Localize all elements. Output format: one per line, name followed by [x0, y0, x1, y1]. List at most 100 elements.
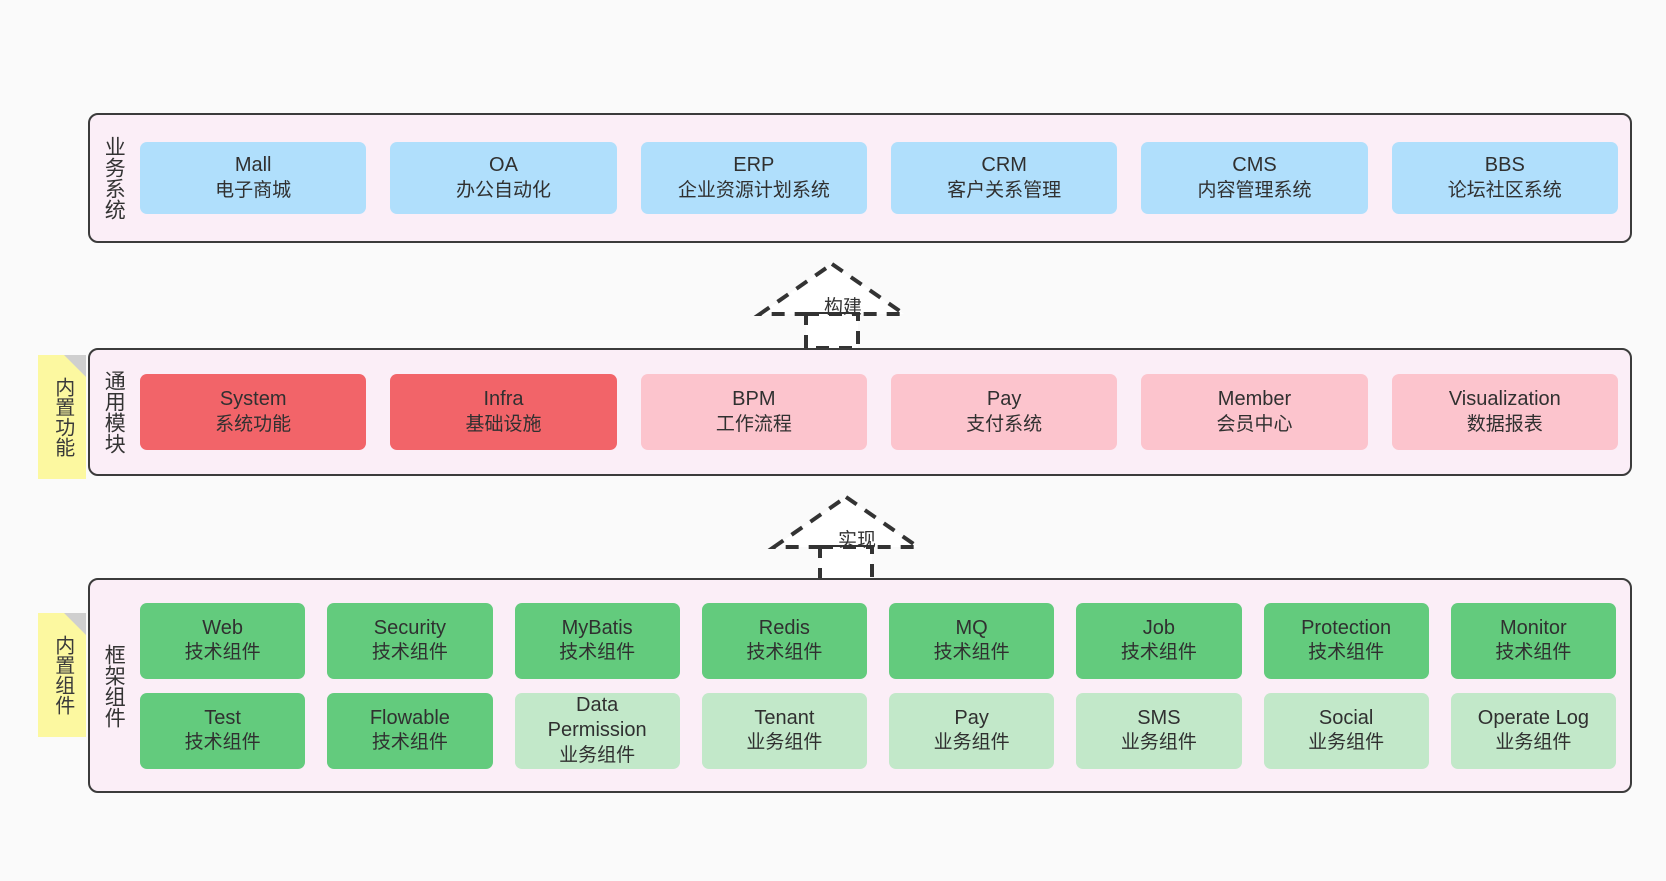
card-subtitle: 技术组件 [1308, 642, 1385, 664]
layer-body-common-modules: System 系统功能 Infra 基础设施 BPM 工作流程 Pay 支付系统… [136, 350, 1630, 474]
card-social[interactable]: Social 业务组件 [1263, 692, 1429, 769]
note-label: 内置组件 [51, 635, 74, 715]
card-title: Redis [758, 616, 810, 639]
card-title: Test [204, 706, 241, 729]
card-web[interactable]: Web 技术组件 [140, 602, 306, 679]
card-title: SMS [1137, 706, 1181, 729]
card-subtitle: 技术组件 [746, 642, 823, 664]
connector-build-shape [753, 261, 911, 348]
page-fold-icon [64, 613, 86, 635]
connector-build: 构建 [752, 258, 912, 348]
card-title: MQ [955, 616, 988, 639]
card-subtitle: 技术组件 [1120, 642, 1197, 664]
card-sms[interactable]: SMS 业务组件 [1076, 692, 1242, 769]
connector-implement-shape [767, 494, 925, 581]
card-visualization[interactable]: Visualization 数据报表 [1391, 374, 1618, 450]
card-operate-log[interactable]: Operate Log 业务组件 [1450, 692, 1616, 769]
card-subtitle: 业务组件 [933, 732, 1010, 754]
card-monitor[interactable]: Monitor 技术组件 [1450, 602, 1616, 679]
card-subtitle: 电子商城 [215, 179, 292, 201]
card-security[interactable]: Security 技术组件 [327, 602, 493, 679]
card-subtitle: 基础设施 [465, 413, 542, 435]
card-redis[interactable]: Redis 技术组件 [701, 602, 867, 679]
card-row: Mall 电子商城 OA 办公自动化 ERP 企业资源计划系统 CRM 客户关系… [140, 142, 1618, 214]
card-title: CMS [1232, 154, 1277, 177]
card-subtitle: 办公自动化 [455, 179, 551, 201]
card-title: Member [1217, 388, 1292, 411]
card-title: Security [373, 616, 446, 639]
card-title: BPM [732, 388, 776, 411]
card-title: BBS [1484, 154, 1525, 177]
card-pay[interactable]: Pay 支付系统 [890, 374, 1118, 450]
card-title: Pay [954, 706, 989, 729]
card-subtitle: 业务组件 [746, 732, 823, 754]
card-subtitle: 数据报表 [1466, 413, 1543, 435]
layer-framework-components[interactable]: 框架组件 Web 技术组件 Security 技术组件 MyBatis 技术组件… [88, 578, 1632, 793]
card-title: Monitor [1500, 616, 1567, 639]
layer-title-framework-components: 框架组件 [102, 643, 126, 728]
card-infra[interactable]: Infra 基础设施 [390, 374, 617, 450]
card-subtitle: 客户关系管理 [947, 179, 1062, 201]
card-title: Infra [483, 388, 524, 411]
card-row: Web 技术组件 Security 技术组件 MyBatis 技术组件 Redi… [140, 602, 1616, 679]
layer-title-common-modules: 通用模块 [102, 370, 126, 454]
card-subtitle: 技术组件 [371, 642, 448, 664]
card-subtitle: 企业资源计划系统 [677, 179, 830, 201]
card-subtitle: 业务组件 [559, 744, 636, 766]
card-title: OA [489, 154, 518, 177]
card-subtitle: 论坛社区系统 [1447, 179, 1562, 201]
card-title: Flowable [369, 706, 450, 729]
card-test[interactable]: Test 技术组件 [140, 692, 306, 769]
card-subtitle: 技术组件 [559, 642, 636, 664]
card-crm[interactable]: CRM 客户关系管理 [890, 142, 1118, 214]
card-mq[interactable]: MQ 技术组件 [889, 602, 1055, 679]
note-builtin-features[interactable]: 内置功能 [38, 355, 86, 479]
card-subtitle: 业务组件 [1120, 732, 1197, 754]
card-pay-business[interactable]: Pay 业务组件 [889, 692, 1055, 769]
card-title: Visualization [1448, 388, 1561, 411]
card-subtitle: 会员中心 [1216, 413, 1293, 435]
card-member[interactable]: Member 会员中心 [1141, 374, 1368, 450]
card-subtitle: 技术组件 [184, 642, 261, 664]
card-oa[interactable]: OA 办公自动化 [390, 142, 617, 214]
card-protection[interactable]: Protection 技术组件 [1263, 602, 1429, 679]
card-subtitle: 系统功能 [215, 413, 292, 435]
note-builtin-components[interactable]: 内置组件 [38, 613, 86, 737]
card-title: Data Permission [547, 693, 647, 742]
card-title: Job [1142, 616, 1175, 639]
card-title: Mall [234, 154, 272, 177]
card-subtitle: 业务组件 [1308, 732, 1385, 754]
page-fold-icon [64, 355, 86, 377]
card-system[interactable]: System 系统功能 [140, 374, 367, 450]
card-cms[interactable]: CMS 内容管理系统 [1141, 142, 1368, 214]
card-bbs[interactable]: BBS 论坛社区系统 [1391, 142, 1618, 214]
card-mall[interactable]: Mall 电子商城 [140, 142, 367, 214]
card-title: Tenant [754, 706, 815, 729]
card-flowable[interactable]: Flowable 技术组件 [327, 692, 493, 769]
note-label: 内置功能 [51, 377, 74, 457]
card-erp[interactable]: ERP 企业资源计划系统 [640, 142, 867, 214]
card-row: System 系统功能 Infra 基础设施 BPM 工作流程 Pay 支付系统… [140, 374, 1618, 450]
card-title: System [219, 388, 287, 411]
card-subtitle: 技术组件 [184, 732, 261, 754]
layer-body-framework-components: Web 技术组件 Security 技术组件 MyBatis 技术组件 Redi… [136, 580, 1630, 791]
layer-body-business-systems: Mall 电子商城 OA 办公自动化 ERP 企业资源计划系统 CRM 客户关系… [136, 115, 1630, 241]
card-title: ERP [733, 154, 775, 177]
layer-title-business-systems: 业务系统 [102, 136, 126, 220]
card-subtitle: 工作流程 [715, 413, 792, 435]
connector-implement-label: 实现 [838, 530, 877, 551]
card-title: CRM [981, 154, 1027, 177]
card-mybatis[interactable]: MyBatis 技术组件 [514, 602, 680, 679]
card-bpm[interactable]: BPM 工作流程 [640, 374, 867, 450]
card-job[interactable]: Job 技术组件 [1076, 602, 1242, 679]
layer-business-systems[interactable]: 业务系统 Mall 电子商城 OA 办公自动化 ERP 企业资源计划系统 CRM… [88, 113, 1632, 243]
card-title: Protection [1301, 616, 1392, 639]
card-data-permission[interactable]: Data Permission 业务组件 [514, 692, 680, 769]
card-tenant[interactable]: Tenant 业务组件 [701, 692, 867, 769]
card-subtitle: 技术组件 [371, 732, 448, 754]
card-subtitle: 内容管理系统 [1197, 179, 1312, 201]
card-title: MyBatis [561, 616, 633, 639]
card-subtitle: 技术组件 [933, 642, 1010, 664]
layer-common-modules[interactable]: 通用模块 System 系统功能 Infra 基础设施 BPM 工作流程 Pay… [88, 348, 1632, 476]
